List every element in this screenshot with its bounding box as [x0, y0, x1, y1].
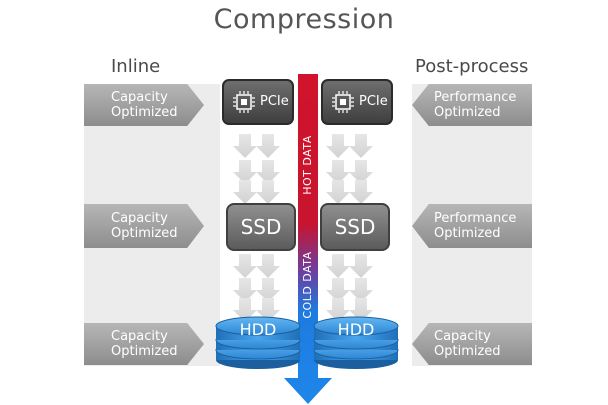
ssd-label-right: SSD [334, 215, 376, 239]
ssd-module-right: SSD [320, 203, 390, 251]
pcie-card-right: PCIe [321, 79, 393, 125]
right-label-pcie-line1: Performance [434, 90, 517, 105]
right-label-hdd: Capacity Optimized [412, 323, 532, 365]
chip-icon [332, 91, 354, 113]
hdd-stack-right [313, 316, 399, 369]
right-label-hdd-line1: Capacity [434, 329, 491, 344]
cold-data-label: COLD DATA [301, 251, 314, 319]
left-label-ssd: Capacity Optimized [84, 204, 204, 248]
pcie-label-left: PCIe [260, 94, 289, 109]
chip-icon [233, 91, 255, 113]
left-label-ssd-line1: Capacity [111, 211, 168, 226]
right-label-ssd: Performance Optimized [412, 204, 532, 248]
left-label-hdd-line2: Optimized [111, 344, 178, 359]
hdd-label-left: HDD [239, 320, 277, 339]
right-label-ssd-line1: Performance [434, 211, 517, 226]
left-label-ssd-line2: Optimized [111, 226, 178, 241]
right-label-hdd-line2: Optimized [434, 344, 501, 359]
right-label-pcie-line2: Optimized [434, 105, 501, 120]
hot-data-label: HOT DATA [301, 135, 314, 195]
inline-column-heading: Inline [111, 56, 161, 77]
hdd-stack-left [215, 316, 301, 369]
temperature-arrow [284, 74, 332, 404]
left-label-pcie: Capacity Optimized [84, 84, 204, 126]
right-label-pcie: Performance Optimized [412, 84, 532, 126]
pcie-card-left: PCIe [222, 79, 294, 125]
left-label-hdd-line1: Capacity [111, 329, 168, 344]
left-label-hdd: Capacity Optimized [84, 323, 204, 365]
pcie-label-right: PCIe [359, 94, 388, 109]
left-label-pcie-line1: Capacity [111, 90, 168, 105]
right-label-ssd-line2: Optimized [434, 226, 501, 241]
hdd-label-right: HDD [337, 320, 375, 339]
ssd-module-left: SSD [226, 203, 296, 251]
diagram-title: Compression [213, 4, 395, 35]
left-label-pcie-line2: Optimized [111, 105, 178, 120]
ssd-label-left: SSD [240, 215, 282, 239]
post-process-column-heading: Post-process [415, 56, 529, 77]
